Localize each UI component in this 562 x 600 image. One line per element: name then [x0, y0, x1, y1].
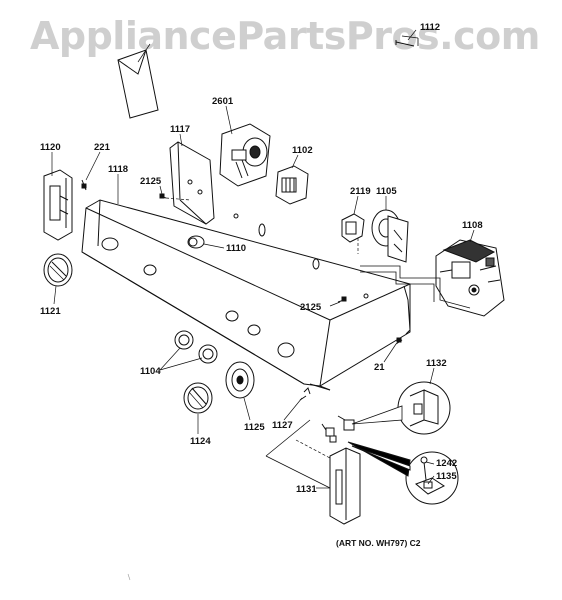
label-1117: 1117 — [170, 124, 191, 135]
label-2125-lower: 2125 — [300, 302, 322, 313]
end-bracket-1131 — [265, 419, 361, 525]
label-21: 21 — [374, 362, 385, 373]
timer-2601 — [219, 123, 271, 187]
plug-1110 — [187, 235, 205, 249]
screw-2125-lower — [337, 296, 347, 303]
knob-1104-a — [174, 330, 194, 350]
label-1112: 1112 — [420, 22, 441, 33]
label-1135: 1135 — [436, 471, 457, 482]
label-2601: 2601 — [212, 96, 234, 107]
detail-circle-1132 — [351, 381, 451, 435]
label-1121: 1121 — [40, 306, 61, 317]
clip-1127 — [299, 387, 311, 401]
label-2119: 2119 — [350, 186, 371, 197]
knob-1124 — [183, 382, 213, 414]
label-1102: 1102 — [292, 145, 313, 156]
label-221: 221 — [94, 142, 110, 153]
screw-221 — [81, 179, 87, 191]
label-1132: 1132 — [426, 358, 447, 369]
art-number: (ART NO. WH797) C2 — [336, 538, 421, 548]
label-1127: 1127 — [272, 420, 293, 431]
label-2125-upper: 2125 — [140, 176, 162, 187]
label-1242: 1242 — [436, 458, 458, 469]
screw-21 — [395, 337, 403, 345]
switch-2119 — [341, 213, 365, 254]
wire-harness — [360, 265, 471, 309]
switch-1102 — [275, 165, 309, 205]
label-1120: 1120 — [40, 142, 61, 153]
dial-1125 — [225, 361, 255, 399]
clip-pieces — [321, 415, 355, 443]
label-1124: 1124 — [190, 436, 211, 447]
console-panel-1118 — [81, 199, 411, 391]
pressure-switch-1105 — [371, 209, 409, 263]
bracket-1120 — [43, 169, 73, 241]
bracket-1117 — [169, 141, 215, 225]
assembly-1108 — [435, 239, 505, 317]
manual-envelope — [117, 43, 159, 119]
label-1118: 1118 — [108, 164, 129, 175]
label-1131: 1131 — [296, 484, 317, 495]
knob-1121 — [43, 253, 73, 287]
label-1104: 1104 — [140, 366, 161, 377]
watermark-logo: AppliancePartsPros.com — [30, 14, 540, 58]
faint-mark — [127, 573, 131, 581]
label-1125: 1125 — [244, 422, 265, 433]
label-1108: 1108 — [462, 220, 483, 231]
knob-1104-b — [198, 344, 218, 364]
label-1105: 1105 — [376, 186, 397, 197]
screw-1112 — [395, 35, 419, 47]
label-1110: 1110 — [226, 243, 247, 254]
